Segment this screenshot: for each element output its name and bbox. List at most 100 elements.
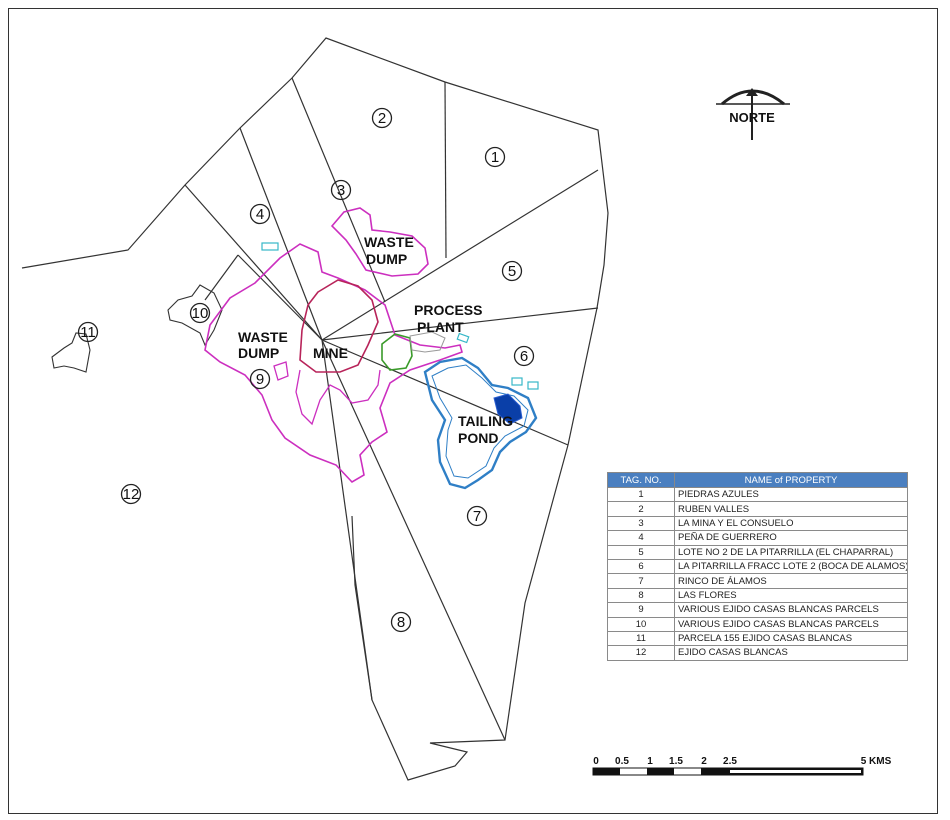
tag-number-1: 1 xyxy=(491,149,499,166)
mine-label: MINE xyxy=(313,345,348,361)
legend-tag-no: 7 xyxy=(607,573,675,589)
waste-dump-north-label-1: WASTE xyxy=(364,234,414,250)
tag-number-6: 6 xyxy=(520,348,528,365)
cyan-marker-b xyxy=(456,332,470,344)
waste-dump-west-label-2: DUMP xyxy=(238,345,279,361)
mine-pit-outline xyxy=(299,279,379,373)
waste-dump-north-outline xyxy=(330,207,429,277)
tailing-pond-water xyxy=(493,393,523,425)
tag-circle-1 xyxy=(484,146,506,168)
legend-property-name: PIEDRAS AZULES xyxy=(674,486,908,503)
north-arrow: NORTE xyxy=(716,88,790,140)
tag-circle-3 xyxy=(330,179,352,201)
legend-tag-no: 1 xyxy=(607,486,675,503)
legend-tag-no: 3 xyxy=(607,515,675,532)
tag-circle-8 xyxy=(390,611,412,633)
legend-tag-no: 2 xyxy=(607,501,675,517)
waste-dump-west-spot xyxy=(273,361,289,381)
tag-circle-4 xyxy=(249,203,271,225)
north-label: NORTE xyxy=(729,110,775,125)
legend-tag-no: 9 xyxy=(607,602,675,618)
legend-property-name: LA PITARRILLA FRACC LOTE 2 (BOCA DE ALAM… xyxy=(674,558,908,575)
tailing-pond-label-2: POND xyxy=(458,430,498,446)
legend-header-row: TAG. NO. NAME of PROPERTY xyxy=(607,472,908,488)
legend-tag-no: 5 xyxy=(607,544,675,560)
boundary-line-b xyxy=(444,81,447,259)
boundary-line-h xyxy=(321,339,506,741)
scale-tick-4: 2 xyxy=(701,756,707,767)
tag-number-2: 2 xyxy=(378,110,386,127)
tag-circle-5 xyxy=(501,260,523,282)
legend-property-name: LAS FLORES xyxy=(674,587,908,604)
tag-circle-6 xyxy=(513,345,535,367)
tag-number-9: 9 xyxy=(256,371,264,388)
boundary-line-f xyxy=(321,307,599,341)
legend-property-name: LOTE NO 2 DE LA PITARRILLA (EL CHAPARRAL… xyxy=(674,544,908,560)
legend-header-name: NAME of PROPERTY xyxy=(674,472,908,488)
legend-tag-no: 10 xyxy=(607,616,675,632)
tag-circle-2 xyxy=(371,107,393,129)
cyan-marker-d xyxy=(527,381,539,390)
waste-dump-west-outline xyxy=(204,243,463,484)
tag-number-12: 12 xyxy=(123,486,140,503)
tag-number-7: 7 xyxy=(473,508,481,525)
waste-dump-north-label-2: DUMP xyxy=(366,251,407,267)
tag-number-10: 10 xyxy=(192,305,209,322)
boundary-line-c xyxy=(239,127,323,341)
scale-tick-5: 2.5 xyxy=(723,756,737,767)
area-labels: WASTE DUMP WASTE DUMP PROCESS PLANT MINE… xyxy=(238,234,513,446)
legend-tag-no: 12 xyxy=(607,645,675,661)
scale-tick-1: 0.5 xyxy=(615,756,629,767)
tag-circle-11 xyxy=(77,321,99,343)
tag-number-5: 5 xyxy=(508,263,516,280)
process-plant-grey xyxy=(409,331,446,353)
boundary-line-k xyxy=(237,254,323,341)
scale-tick-2: 1 xyxy=(647,756,653,767)
cyan-marker-c xyxy=(511,377,523,386)
process-plant-label-2: PLANT xyxy=(417,319,464,335)
boundary-line-a xyxy=(291,77,386,303)
cyan-marker-a xyxy=(261,242,279,251)
tag-circle-12 xyxy=(120,483,142,505)
waste-dump-west-inner xyxy=(295,369,381,426)
boundary-line-e xyxy=(321,169,599,341)
parcel-11-outline xyxy=(51,332,91,373)
legend-property-name: VARIOUS EJIDO CASAS BLANCAS PARCELS xyxy=(674,616,908,632)
boundary-line-d xyxy=(184,184,323,341)
scale-tick-6: 5 KMS xyxy=(861,756,892,767)
tag-number-11: 11 xyxy=(80,324,96,341)
legend-tag-no: 6 xyxy=(607,558,675,575)
legend-property-name: RUBEN VALLES xyxy=(674,501,908,517)
process-plant-label-1: PROCESS xyxy=(414,302,482,318)
boundary-line-g xyxy=(321,339,569,446)
tag-number-4: 4 xyxy=(256,206,264,223)
legend-header-tag: TAG. NO. xyxy=(607,472,675,488)
legend-tag-no: 4 xyxy=(607,530,675,546)
tag-number-8: 8 xyxy=(397,614,405,631)
legend-property-name: PARCELA 155 EJIDO CASAS BLANCAS xyxy=(674,630,908,647)
legend-property-name: EJIDO CASAS BLANCAS xyxy=(674,645,908,661)
legend-property-name: RINCO DE ÁLAMOS xyxy=(674,573,908,589)
tag-number-3: 3 xyxy=(337,182,345,199)
tag-circle-9 xyxy=(249,368,271,390)
legend-property-name: VARIOUS EJIDO CASAS BLANCAS PARCELS xyxy=(674,602,908,618)
legend-tag-no: 11 xyxy=(607,630,675,647)
process-plant-outline xyxy=(381,333,413,371)
parcel-10-outline xyxy=(167,284,223,347)
tag-circle-10 xyxy=(189,302,211,324)
